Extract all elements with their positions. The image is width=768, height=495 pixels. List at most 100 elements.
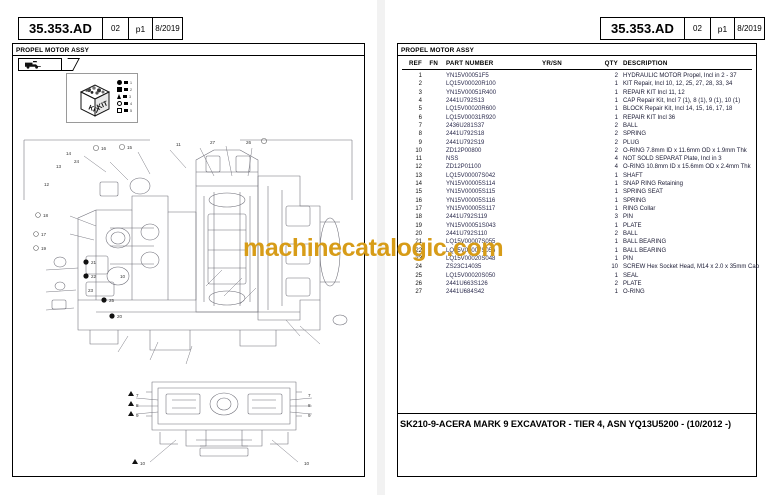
callout-24: 24 [74,159,80,164]
column-header-ref: REF [409,60,422,67]
cell-qty: 1 [614,239,618,246]
cell-yr-sn [542,238,596,246]
section-caption-left: PROPEL MOTOR ASSY [16,47,90,54]
legend-dash-icon [124,88,128,92]
cell-ref: 4 [418,97,422,104]
cell-qty: 1 [614,181,618,188]
cell-description: BALL [623,122,638,129]
exploded-assembly-drawing: 16 15 14 13 24 12 18 17 19 11 27 26 21 [23,138,353,466]
caption-divider-left [12,55,365,56]
table-frame-right [397,43,757,477]
cell-description: HYDRAULIC MOTOR Propel, Incl in 2 - 37 [623,73,737,79]
cell-fn [422,97,438,105]
caption-divider-right [397,55,757,56]
page-number-left: p1 [128,17,152,40]
legend-symbol-list: 1 2 3 4 [117,80,132,114]
kit-label-left: KIT [87,104,101,115]
cell-description: SCREW Hex Socket Head, M14 x 2.0 x 35mm … [623,264,760,271]
cell-qty: 1 [614,106,618,113]
cell-description: REPAIR KIT Incl 36 [623,114,676,121]
callout-12: 12 [44,182,50,187]
cell-ref: 20 [415,230,422,237]
cell-ref: 19 [415,222,422,229]
callout-21: 21 [91,260,97,265]
legend-number: 1 [130,80,132,85]
callout-19: 19 [41,246,47,251]
cell-description: PLATE [623,222,642,229]
cell-qty: 1 [614,255,618,262]
cell-part-number: 2441U792S110 [446,230,488,237]
cell-yr-sn [542,280,596,288]
callout-7r: 7 [308,393,311,398]
cell-yr-sn [542,205,596,213]
cell-yr-sn [542,222,596,230]
cell-fn [422,238,438,246]
cell-yr-sn [542,247,596,255]
cell-description: PLUG [623,139,640,146]
document-code-right: 35.353.AD [600,17,684,40]
cell-qty: 1 [614,222,618,229]
cell-ref: 25 [415,272,422,279]
cell-ref: 27 [415,289,422,296]
cell-ref: 21 [415,239,422,246]
cell-ref: 8 [418,131,422,138]
open-square-icon [117,108,122,114]
legend-number: 4 [130,101,132,106]
cell-fn [422,80,438,88]
cell-ref: 18 [415,214,422,221]
cell-description: BALL [623,230,638,237]
cell-description: BALL BEARING [623,247,667,254]
header-title-block-left: 35.353.AD 02 p1 8/2019 [18,17,183,40]
cell-ref: 6 [418,114,422,121]
cell-ref: 12 [415,164,422,171]
section-caption-right: PROPEL MOTOR ASSY [401,47,475,54]
filled-triangle-icon [117,94,121,100]
cell-yr-sn [542,114,596,122]
legend-dash-icon [123,95,127,99]
cell-ref: 11 [415,156,422,163]
cell-description: SEAL [623,272,639,279]
cell-fn [422,230,438,238]
cell-description: SNAP RING Retaining [623,181,683,188]
legend-item: 3 [117,94,132,100]
cell-fn [422,247,438,255]
cell-description: CAP Repair Kit, Incl 7 (1), 8 (1), 9 (1)… [623,97,741,104]
cell-yr-sn [542,72,596,80]
cell-fn [422,255,438,263]
cell-part-number: ZD12P01100 [446,164,481,171]
cell-description: RING Collar [623,206,656,212]
cell-part-number: LQ15V00020S048 [446,255,496,262]
cell-fn [422,147,438,155]
cell-fn [422,180,438,188]
cell-ref: 9 [418,139,422,146]
cell-ref: 2 [418,81,422,88]
cell-qty: 2 [614,147,618,154]
legend-item: 1 [117,80,132,85]
cell-part-number: YN15V00005S114 [446,181,496,188]
legend-item: 5 [117,108,132,114]
legend-dash-icon [124,109,128,113]
callout-14: 14 [66,151,72,156]
cell-yr-sn [542,130,596,138]
cell-fn [422,272,438,280]
cell-qty: 1 [614,172,618,179]
cell-yr-sn [542,97,596,105]
cell-part-number: LQ15V00020R100 [446,81,496,88]
legend-dash-icon [124,102,128,106]
page-number-right: p1 [710,17,734,40]
cell-part-number: YN15V00051S043 [446,222,496,229]
column-header-fn: FN [429,60,438,67]
cell-yr-sn [542,105,596,113]
cell-part-number: LQ15V00020R600 [446,106,496,113]
cell-description: SHAFT [623,172,643,179]
callout-13: 13 [56,164,62,169]
column-header-description: DESCRIPTION [623,60,668,67]
